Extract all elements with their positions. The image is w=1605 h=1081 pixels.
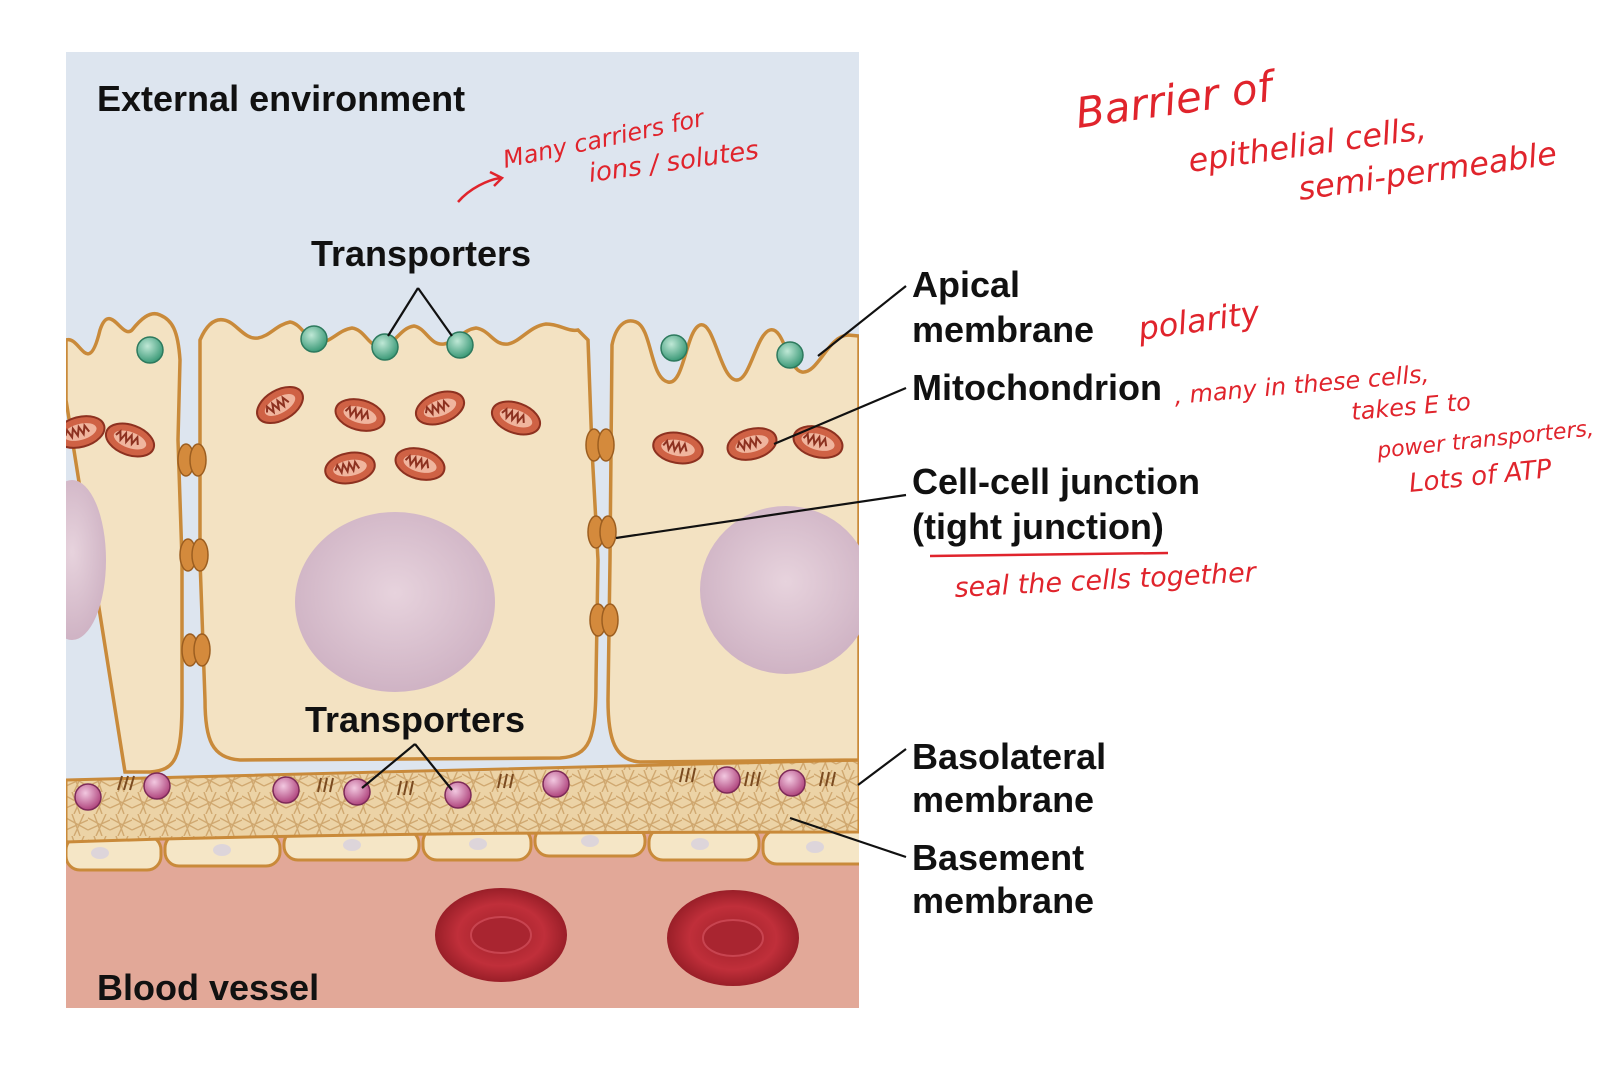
apical-membrane-label-line1: Apical (912, 264, 1020, 305)
endothelial-cells (66, 824, 859, 872)
nucleus (700, 506, 859, 674)
leader-lines (361, 285, 907, 859)
transporters-label-top: Transporters (311, 233, 531, 274)
basolateral-membrane-label-line2: membrane (912, 779, 1094, 820)
note-mito-line2: takes E to (1350, 388, 1472, 426)
red-blood-cell (435, 888, 567, 982)
cell-junction-label-line1: Cell-cell junction (912, 461, 1200, 502)
note-seal: seal the cells together (954, 557, 1259, 604)
note-mito-line3: power transporters, (1375, 416, 1595, 464)
red-blood-cell (667, 890, 799, 986)
basement-membrane-label-line2: membrane (912, 880, 1094, 921)
note-polarity: polarity (1135, 293, 1263, 348)
basolateral-membrane-label-line1: Basolateral (912, 736, 1106, 777)
note-title-line1: Barrier of (1073, 61, 1282, 138)
basolateral-transporters (74, 766, 806, 811)
handwritten-arrow (457, 170, 505, 203)
nucleus (66, 480, 106, 640)
apical-membrane-label-line2: membrane (912, 309, 1094, 350)
basement-membrane-label-line1: Basement (912, 837, 1084, 878)
basolateral-channels (117, 767, 836, 796)
mitochondrion-label: Mitochondrion (912, 367, 1162, 408)
cell-junction-label-line2: (tight junction) (912, 506, 1164, 547)
transporters-label-bottom: Transporters (305, 699, 525, 740)
handwritten-underline (929, 551, 1169, 558)
blood-vessel-label: Blood vessel (97, 967, 319, 1008)
apical-transporters (136, 325, 804, 369)
external-environment-label: External environment (97, 78, 465, 119)
nucleus (295, 512, 495, 692)
note-mito-line4: Lots of ATP (1408, 454, 1554, 499)
diagram-panel (66, 52, 859, 1008)
